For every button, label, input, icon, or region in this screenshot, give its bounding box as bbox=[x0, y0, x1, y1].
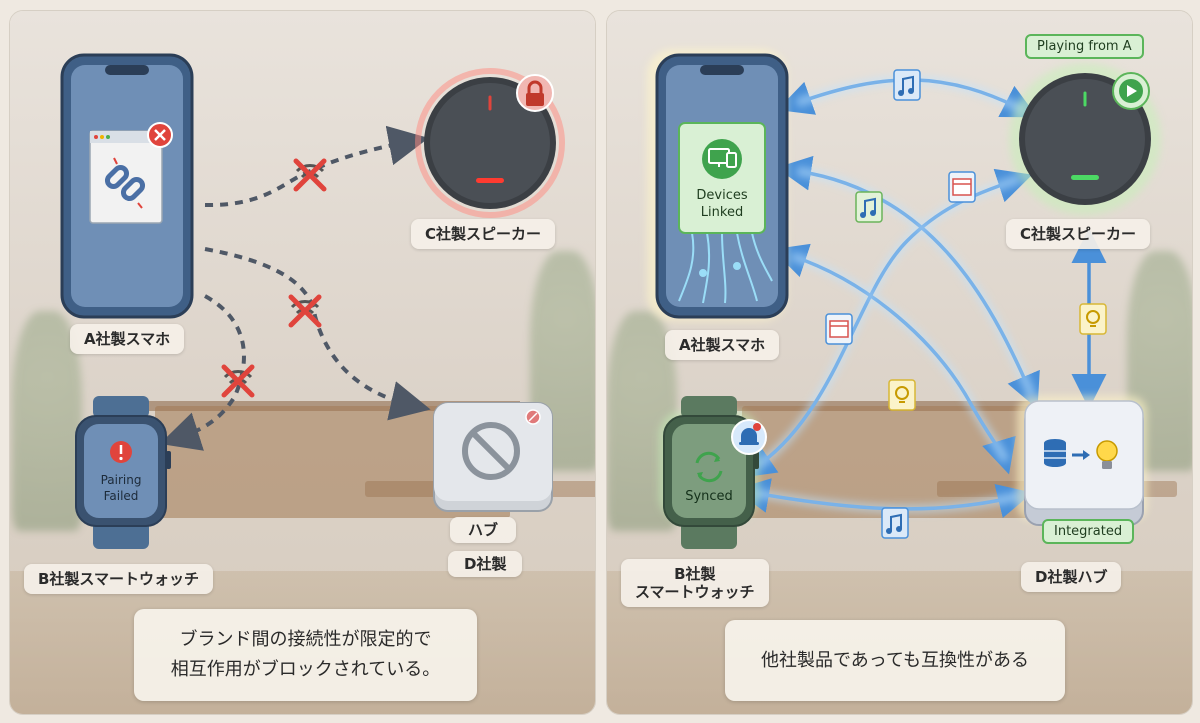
calendar-icon bbox=[948, 171, 976, 203]
dashed-arrow-to-hub bbox=[204, 247, 431, 421]
right-caption: 他社製品であっても互換性がある bbox=[725, 620, 1065, 701]
watch-error-line1: Pairing bbox=[101, 473, 142, 487]
hub-device bbox=[433, 402, 553, 512]
music-note-icon bbox=[881, 507, 909, 539]
left-caption-line1: ブランド間の接続性が限定的で bbox=[179, 629, 432, 650]
connected-devices-diagram: Devices Linked bbox=[647, 49, 1161, 549]
arrow-right-icon bbox=[1072, 450, 1090, 460]
notification-bell-icon bbox=[731, 419, 767, 455]
watch-error-line2: Failed bbox=[104, 489, 139, 503]
left-caption: ブランド間の接続性が限定的で 相互作用がブロックされている。 bbox=[134, 609, 477, 701]
error-close-icon bbox=[147, 122, 173, 148]
link-phone-hub bbox=[776, 155, 1040, 409]
broken-wifi-icon bbox=[288, 294, 322, 328]
broken-link-window-icon bbox=[89, 130, 163, 224]
playing-from-badge: Playing from A bbox=[1025, 34, 1144, 59]
phone-label: A社製スマホ bbox=[665, 330, 780, 360]
phone-screen-line2: Linked bbox=[701, 205, 743, 220]
hub-label-top: ハブ bbox=[450, 517, 517, 543]
phone-device bbox=[60, 53, 194, 319]
broken-wifi-icon bbox=[221, 364, 255, 398]
speaker-label: C社製スピーカー bbox=[1006, 219, 1151, 249]
lightbulb-icon bbox=[888, 379, 916, 411]
connection-glow bbox=[754, 75, 1037, 514]
lock-icon bbox=[516, 74, 554, 112]
hub-label: D社製ハブ bbox=[1021, 562, 1122, 592]
watch-device: Synced bbox=[659, 396, 767, 549]
blocked-icon bbox=[462, 422, 520, 480]
play-icon bbox=[1112, 72, 1150, 110]
phone-screen-line1: Devices bbox=[696, 188, 747, 203]
lightbulb-icon bbox=[1079, 303, 1107, 335]
dashed-arrow-to-watch bbox=[159, 294, 246, 451]
sync-icon bbox=[695, 451, 723, 483]
hub-device bbox=[1017, 396, 1147, 526]
calendar-icon bbox=[825, 313, 853, 345]
hub-label-bottom: D社製 bbox=[448, 551, 523, 577]
music-note-icon bbox=[855, 191, 883, 223]
speaker-device bbox=[1009, 63, 1161, 215]
devices-icon bbox=[702, 139, 742, 179]
watch-label-line2: スマートウォッチ bbox=[635, 583, 755, 601]
database-icon bbox=[1044, 439, 1066, 467]
speaker-device bbox=[415, 68, 565, 218]
speaker-label: C社製スピーカー bbox=[411, 219, 556, 249]
phone-label: A社製スマホ bbox=[70, 324, 185, 354]
alert-icon bbox=[110, 441, 132, 463]
incompatible-panel: Pairing Failed A社製スマホ C社製スピーカー B社製スマートウォ… bbox=[9, 10, 596, 715]
circuit-lines bbox=[678, 232, 773, 304]
left-caption-line2: 相互作用がブロックされている。 bbox=[170, 659, 441, 680]
broken-wifi-icon bbox=[293, 158, 327, 192]
broken-connections-diagram: Pairing Failed bbox=[60, 53, 565, 549]
music-note-icon bbox=[893, 69, 921, 101]
watch-synced-text: Synced bbox=[685, 489, 733, 504]
integrated-badge: Integrated bbox=[1042, 519, 1135, 544]
watch-device: Pairing Failed bbox=[75, 396, 171, 549]
watch-label-line1: B社製 bbox=[674, 565, 716, 583]
watch-label: B社製 スマートウォッチ bbox=[621, 559, 769, 607]
compatible-panel: Devices Linked bbox=[606, 10, 1193, 715]
watch-label: B社製スマートウォッチ bbox=[24, 564, 213, 594]
lightbulb-icon bbox=[1096, 440, 1118, 469]
phone-device: Devices Linked bbox=[647, 49, 789, 321]
